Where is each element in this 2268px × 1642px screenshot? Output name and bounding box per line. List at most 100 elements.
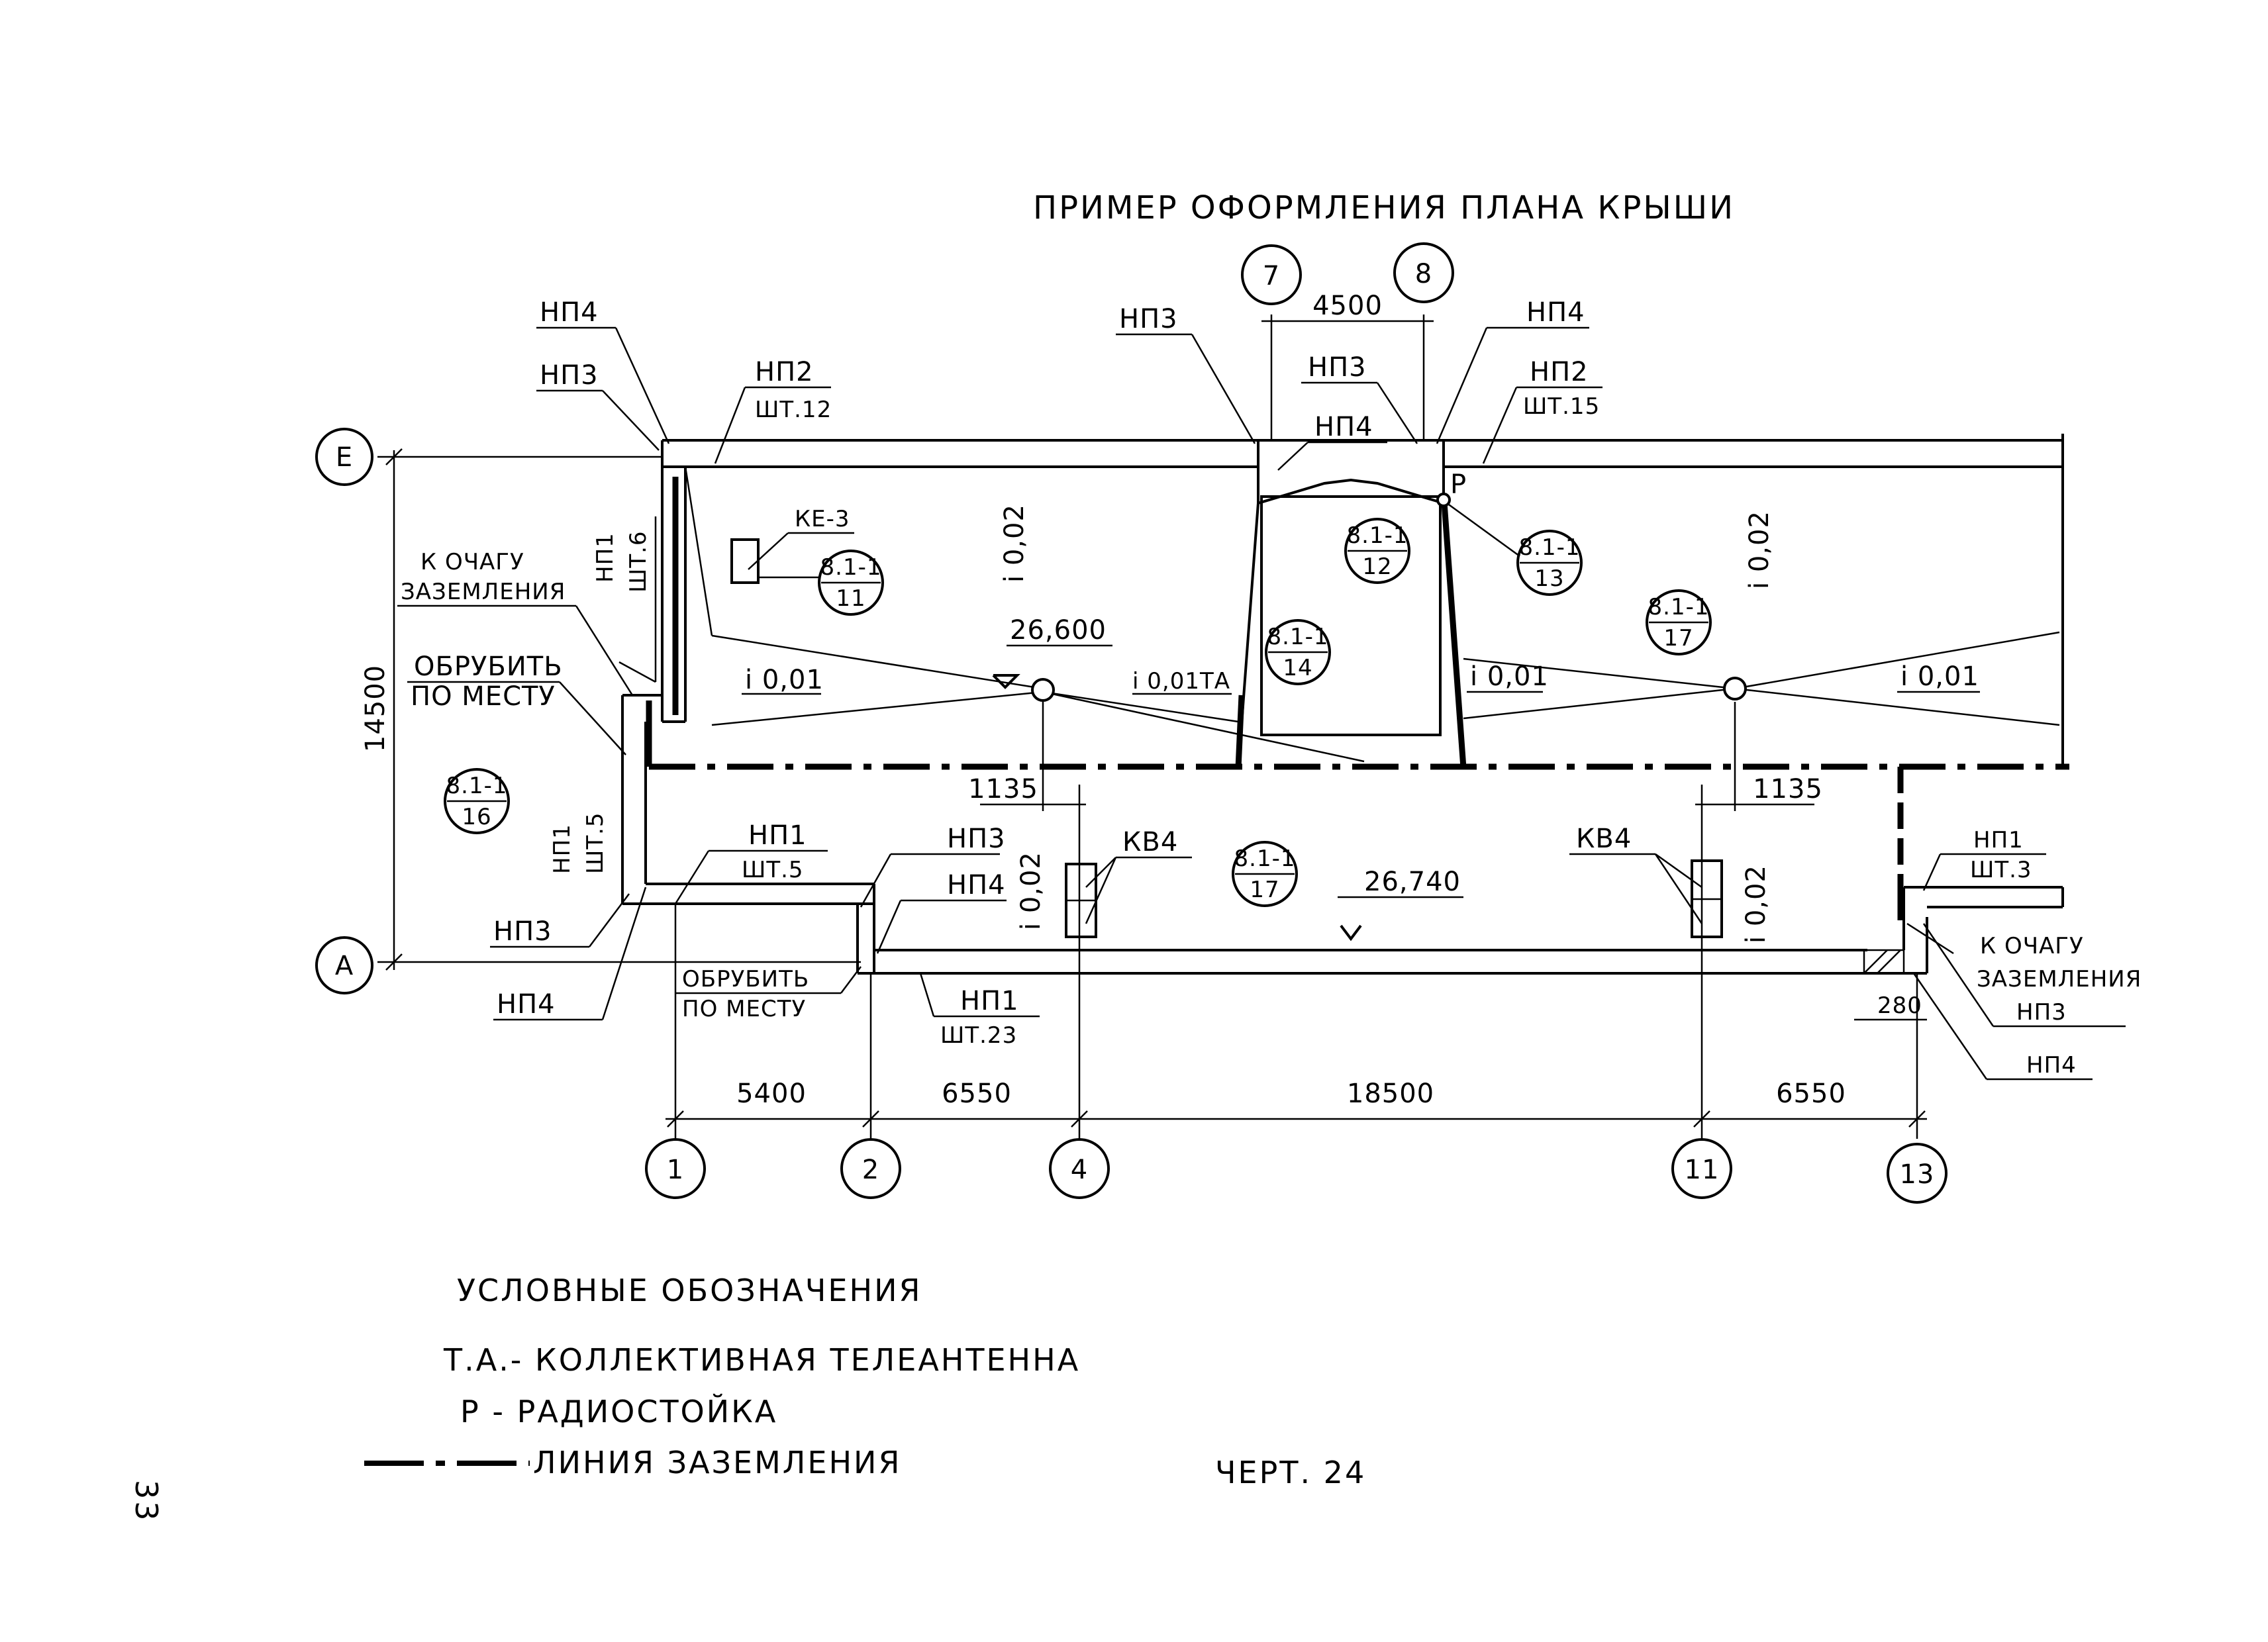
label-po-mestu-left: ПО МЕСТУ (411, 681, 556, 712)
label-zazemleniya-right: ЗАЗЕМЛЕНИЯ (1977, 966, 2142, 992)
label-zazemleniya-left: ЗАЗЕМЛЕНИЯ (401, 579, 566, 605)
svg-text:14: 14 (1283, 655, 1312, 681)
svg-text:13: 13 (1534, 565, 1564, 592)
label-np4-mid: НП4 (1314, 412, 1373, 442)
svg-text:17: 17 (1663, 625, 1693, 652)
ventilation-blocks (730, 538, 1723, 938)
svg-text:8.1-1: 8.1-1 (1648, 594, 1710, 620)
level-26740: 26,740 (1364, 867, 1461, 897)
axis-label-1: 1 (667, 1155, 684, 1185)
ref-13: 8.1-1 13 (1446, 502, 1583, 596)
dim-6550-right: 6550 (1776, 1079, 1846, 1109)
label-np3-right: НП3 (2016, 999, 2067, 1026)
label-np4-right: НП4 (2026, 1052, 2077, 1079)
axis-label-e: Е (336, 442, 353, 473)
dim-1135-right: 1135 (1753, 774, 1823, 804)
shaft-block (1235, 440, 1467, 769)
axis-bubble-13 (1887, 1143, 1948, 1204)
label-sht3: ШТ.3 (1970, 857, 2032, 883)
axis-label-4: 4 (1071, 1155, 1088, 1185)
levels: 26,600 26,740 (992, 615, 1463, 942)
slope-left: i 0,01 (745, 665, 824, 695)
slope-bottom-left: i 0,02 (1016, 851, 1046, 930)
label-sht5-vertical: ШТ.5 (582, 812, 609, 874)
slope-center-ta: i 0,01ТА (1132, 668, 1230, 695)
label-sht15: ШТ.15 (1523, 393, 1600, 420)
axis-bubble-1 (645, 1138, 706, 1199)
radio-mast-marker (1436, 493, 1451, 507)
dim-5400: 5400 (736, 1079, 807, 1109)
svg-text:16: 16 (462, 804, 491, 830)
legend-r: Р - РАДИОСТОЙКА (460, 1394, 777, 1429)
svg-text:8.1-1: 8.1-1 (820, 554, 882, 581)
axis-bubble-8 (1393, 242, 1454, 303)
label-po-mestu-bottom: ПО МЕСТУ (682, 996, 806, 1022)
label-k-ochagu-left: К ОЧАГУ (420, 549, 524, 575)
label-np1-bottom: НП1 (748, 820, 807, 851)
ref-17-bottom: 8.1-1 17 (1232, 841, 1298, 907)
dim-6550-left: 6550 (942, 1079, 1012, 1109)
axis-label-a: А (335, 951, 354, 981)
label-np3-top-left: НП3 (540, 360, 599, 391)
label-np1-right: НП1 (1973, 827, 2024, 853)
label-radio-mast: Р (1450, 469, 1467, 500)
label-obrubit-bottom: ОБРУБИТЬ (682, 966, 809, 992)
valley-lines (684, 466, 2060, 763)
svg-text:8.1-1: 8.1-1 (1519, 534, 1581, 561)
axis-label-11: 11 (1685, 1155, 1720, 1185)
svg-text:8.1-1: 8.1-1 (1267, 624, 1329, 650)
label-ke3: КЕ-3 (795, 506, 850, 532)
ref-12: 8.1-1 12 (1344, 518, 1410, 584)
label-sht23: ШТ.23 (940, 1022, 1017, 1049)
grounding-line (646, 477, 2069, 920)
label-np2-top-left: НП2 (755, 357, 814, 387)
dim-280: 280 (1877, 992, 1922, 1019)
roof-funnels (1031, 677, 1747, 702)
label-kv4-right: КВ4 (1576, 824, 1632, 854)
label-np4-bottom: НП4 (947, 870, 1006, 900)
node-references: 8.1-1 11 8.1-1 12 8.1-1 13 8.1-1 14 8.1-… (444, 502, 1712, 907)
label-np1-bottom-right: НП1 (960, 986, 1019, 1016)
label-k-ochagu-right: К ОЧАГУ (1980, 933, 2084, 959)
label-np4-bottom-left: НП4 (497, 989, 556, 1020)
svg-text:8.1-1: 8.1-1 (1347, 522, 1408, 549)
grid-axes (377, 314, 1918, 1139)
sheet-number: ЧЕРТ. 24 (1215, 1455, 1366, 1490)
callout-labels: НП4 НП3 НП2 ШТ.12 НП3 НП3 НП4 НП4 НП2 ШТ… (397, 297, 2142, 1081)
ref-11: 8.1-1 11 (758, 550, 884, 616)
label-sht12: ШТ.12 (755, 397, 832, 423)
axis-label-8: 8 (1415, 259, 1432, 289)
label-np3-mid: НП3 (1308, 352, 1367, 383)
dim-18500: 18500 (1347, 1079, 1434, 1109)
slope-bottom-right: i 0,02 (1741, 865, 1771, 943)
funnel-left (1031, 678, 1055, 702)
axis-bubble-a (315, 936, 373, 994)
dim-4500: 4500 (1312, 291, 1383, 321)
label-kv4-left: КВ4 (1122, 827, 1178, 857)
axis-label-2: 2 (862, 1155, 879, 1185)
legend: УСЛОВНЫЕ ОБОЗНАЧЕНИЯ Т.А.- КОЛЛЕКТИВНАЯ … (128, 1273, 1366, 1523)
axis-label-7: 7 (1263, 261, 1280, 291)
dim-14500: 14500 (360, 665, 391, 752)
label-np3-bottom: НП3 (947, 824, 1006, 854)
page-number: 33 (128, 1480, 164, 1523)
legend-ta: Т.А.- КОЛЛЕКТИВНАЯ ТЕЛЕАНТЕННА (443, 1342, 1080, 1378)
label-sht5: ШТ.5 (742, 857, 804, 883)
label-np4-top-left: НП4 (540, 297, 599, 328)
svg-text:8.1-1: 8.1-1 (446, 773, 508, 799)
ref-17-top: 8.1-1 17 (1646, 589, 1712, 655)
legend-heading: УСЛОВНЫЕ ОБОЗНАЧЕНИЯ (457, 1273, 922, 1308)
dim-1135-left: 1135 (968, 774, 1038, 804)
svg-text:12: 12 (1362, 554, 1392, 580)
axis-bubble-7 (1241, 244, 1302, 305)
axis-bubbles: Е А 1 2 4 11 13 7 8 (315, 242, 1948, 1204)
label-np3-axis7: НП3 (1119, 304, 1178, 334)
slope-right-of-shaft: i 0,01 (1470, 661, 1549, 692)
label-obrubit-left: ОБРУБИТЬ (414, 652, 563, 682)
ref-14: 8.1-1 14 (1265, 619, 1331, 685)
label-np1-left-lower: НП1 (549, 824, 575, 874)
axis-label-13: 13 (1900, 1159, 1935, 1190)
label-np3-bottom-left: НП3 (493, 916, 552, 947)
label-np4-top-right: НП4 (1526, 297, 1585, 328)
